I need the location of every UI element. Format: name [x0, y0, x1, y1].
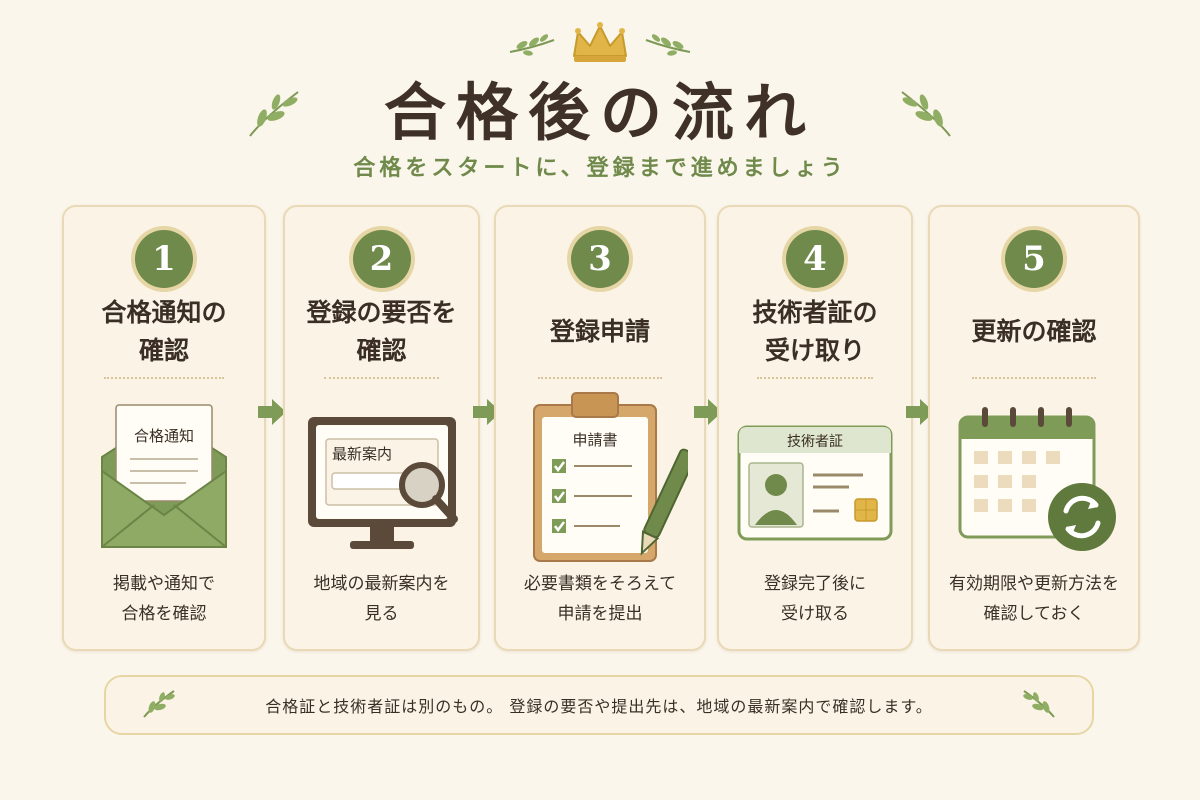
laurel-sprig-icon: [509, 34, 555, 56]
arrow-right-icon: [258, 399, 286, 425]
page-title: 合格後の流れ: [383, 76, 816, 149]
crown-icon: [573, 22, 627, 62]
laurel-sprig-icon: [249, 91, 299, 137]
id-card-icon: 技術者証: [737, 425, 893, 541]
step-number-badge: 5: [1005, 230, 1063, 288]
dotted-divider: [537, 377, 663, 379]
note-text: 合格証と技術者証は別のもの。 登録の要否や提出先は、地域の最新案内で確認します。: [265, 697, 933, 716]
laurel-sprig-icon: [1023, 690, 1055, 718]
step-description: 有効期限や更新方法を 確認しておく: [949, 574, 1119, 624]
step-number-badge: 4: [786, 230, 844, 288]
dotted-divider: [104, 377, 224, 379]
dotted-divider: [757, 377, 873, 379]
step-description: 必要書類をそろえて 申請を提出: [523, 574, 677, 624]
monitor-label: 最新案内: [332, 445, 392, 463]
step-title: 合格通知の 確認: [101, 298, 227, 365]
arrow-right-icon: [694, 399, 722, 425]
envelope-label: 合格通知: [134, 427, 194, 445]
step-card-2: 2 登録の要否を 確認 最新案内 地域の最新案内を 見る: [283, 205, 480, 651]
step-card-1: 1 合格通知の 確認 合格通知 掲載や通知で 合格を確認: [62, 205, 266, 651]
step-card-4: 4 技術者証の 受け取り 技術者証 登録完了後に 受け取る: [717, 205, 913, 651]
laurel-sprig-icon: [645, 34, 691, 56]
step-card-3: 3 登録申請 申請書 必要書類をそろえて 申請を提出: [494, 205, 706, 651]
note-banner: 合格証と技術者証は別のもの。 登録の要否や提出先は、地域の最新案内で確認します。: [104, 675, 1094, 735]
step-card-5: 5 更新の確認 有効期限や更新方法を 確認しておく: [928, 205, 1140, 651]
step-title: 登録の要否を 確認: [306, 298, 457, 365]
step-title: 更新の確認: [971, 317, 1097, 346]
step-description: 掲載や通知で 合格を確認: [113, 574, 215, 624]
clipboard-checklist-icon: 申請書: [533, 392, 688, 562]
step-description: 地域の最新案内を 見る: [313, 574, 450, 624]
step-title: 技術者証の 受け取り: [752, 298, 878, 365]
arrow-right-icon: [906, 399, 934, 425]
step-number-badge: 3: [571, 230, 629, 288]
step-description: 登録完了後に 受け取る: [764, 574, 866, 624]
step-number-badge: 2: [352, 230, 411, 288]
calendar-renew-icon: [958, 407, 1116, 551]
envelope-notice-icon: 合格通知: [101, 404, 227, 548]
monitor-magnifier-icon: 最新案内: [307, 417, 458, 549]
step-number-badge: 1: [135, 230, 193, 288]
step-title: 登録申請: [549, 317, 650, 346]
laurel-sprig-icon: [143, 690, 175, 718]
clipboard-label: 申請書: [572, 431, 617, 449]
id-card-label: 技術者証: [787, 434, 843, 450]
laurel-sprig-icon: [901, 91, 951, 137]
page-subtitle: 合格をスタートに、登録まで進めましょう: [353, 156, 847, 181]
dotted-divider: [971, 377, 1097, 379]
dotted-divider: [323, 377, 440, 379]
